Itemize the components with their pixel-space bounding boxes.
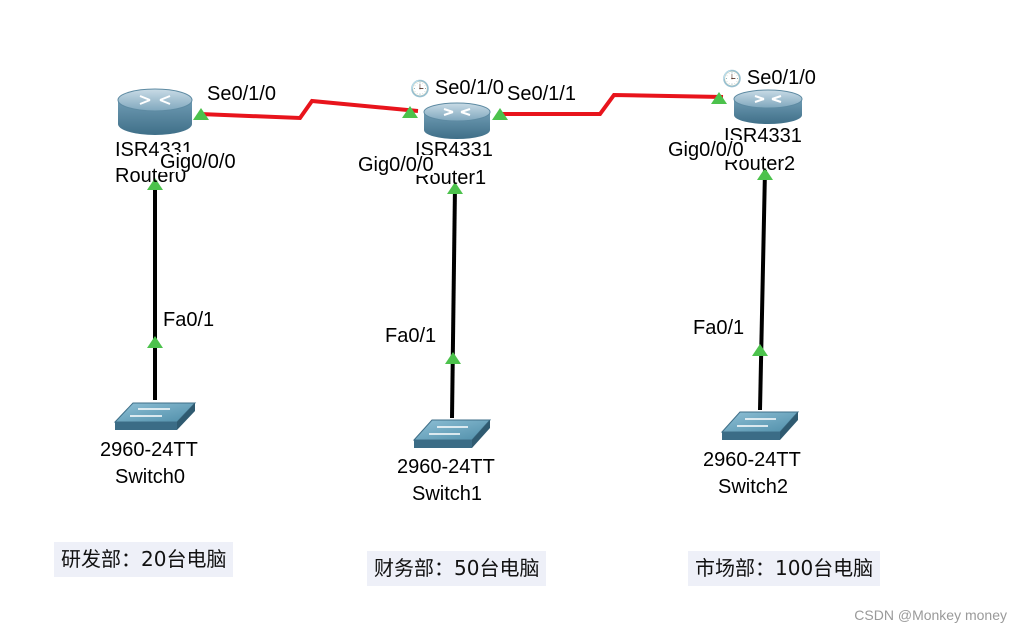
link-up-marker (402, 106, 418, 118)
ethernet-link-r2-sw2 (758, 169, 767, 411)
link-up-marker (447, 182, 463, 194)
switch2-model: 2960-24TT (703, 449, 801, 471)
router0-icon[interactable] (117, 88, 193, 135)
switch1-icon[interactable] (412, 419, 492, 448)
switch1-name: Switch1 (412, 483, 483, 505)
clock-icon: 🕒 (410, 79, 430, 98)
switch0-port-fa: Fa0/1 (163, 309, 215, 331)
router1-port-gig: Gig0/0/0 (358, 154, 434, 176)
router0-port-gig: Gig0/0/0 (160, 151, 236, 173)
router1-port-se-left: 🕒Se0/1/0 (410, 77, 504, 99)
router2-port-se: 🕒Se0/1/0 (722, 67, 816, 89)
switch0-name: Switch0 (115, 466, 186, 488)
watermark: CSDN @Monkey money (854, 607, 1007, 623)
router2-port-gig: Gig0/0/0 (668, 139, 744, 161)
switch0-model: 2960-24TT (100, 439, 198, 461)
link-up-marker (193, 108, 209, 120)
dept-note-finance: 财务部：50台电脑 (367, 551, 547, 586)
router0-port-se: Se0/1/0 (207, 83, 276, 105)
clock-icon: 🕒 (722, 69, 742, 88)
link-up-marker (492, 108, 508, 120)
switch2-name: Switch2 (718, 476, 789, 498)
router2-icon[interactable] (733, 89, 803, 124)
router1-model: ISR4331 (415, 139, 493, 161)
link-up-marker (147, 336, 163, 348)
switch1-model: 2960-24TT (397, 456, 495, 478)
serial-link-r0-r1 (199, 98, 419, 121)
link-status-markers (147, 92, 773, 364)
switch2-port-fa: Fa0/1 (693, 317, 745, 339)
dept-note-marketing: 市场部：100台电脑 (688, 551, 881, 586)
switch0-icon[interactable] (113, 402, 197, 430)
link-up-marker (147, 178, 163, 190)
switch2-icon[interactable] (720, 411, 800, 440)
switch1-port-fa: Fa0/1 (385, 325, 437, 347)
serial-link-r1-r2 (498, 92, 724, 116)
router1-icon[interactable] (423, 102, 491, 139)
dept-note-rnd: 研发部：20台电脑 (54, 542, 234, 577)
link-up-marker (757, 168, 773, 180)
link-up-marker (445, 352, 461, 364)
router1-port-se-right: Se0/1/1 (507, 83, 576, 105)
link-up-marker (752, 344, 768, 356)
link-up-marker (711, 92, 727, 104)
ethernet-link-r1-sw1 (450, 185, 457, 419)
